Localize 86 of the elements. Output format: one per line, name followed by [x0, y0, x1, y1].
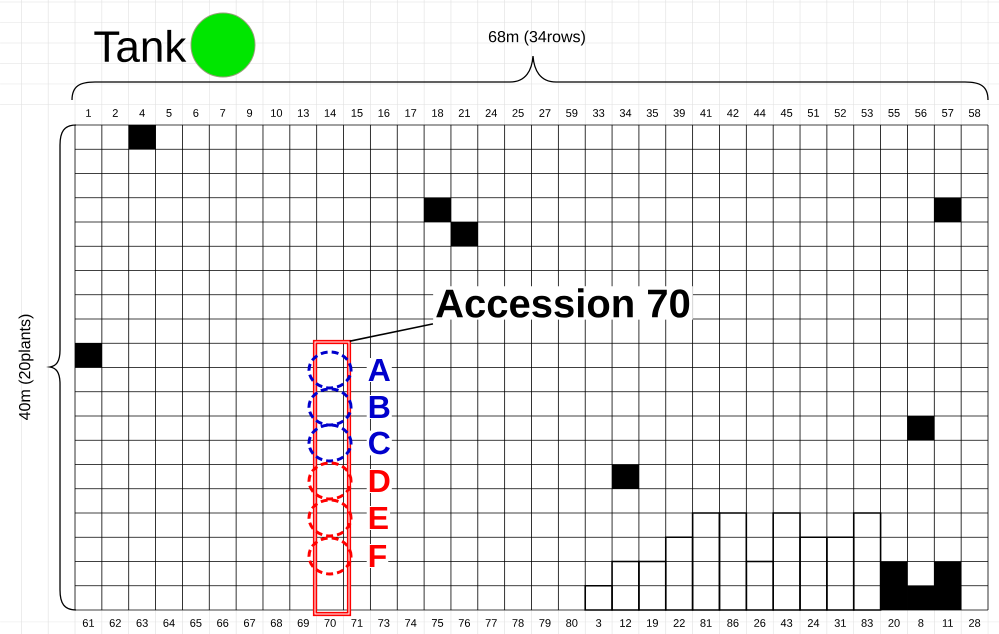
row-number: 62 [110, 619, 121, 627]
row-number: 53 [861, 109, 873, 117]
row-number: 81 [700, 619, 712, 627]
row-number: 28 [969, 619, 980, 627]
row-number: 58 [968, 109, 980, 117]
plant-letter: C [366, 430, 392, 456]
row-number: 78 [512, 619, 524, 627]
row-number: 12 [620, 619, 632, 627]
plant-circle [308, 462, 352, 500]
row-number: 77 [486, 619, 497, 627]
row-number: 20 [888, 619, 900, 627]
row-number: 75 [432, 619, 444, 627]
row-number: 76 [458, 619, 470, 627]
row-number: 3 [596, 619, 602, 627]
row-number: 18 [432, 109, 444, 117]
row-number: 15 [352, 109, 363, 117]
row-number: 68 [270, 619, 282, 627]
plant-letter: E [366, 506, 390, 530]
row-number: 61 [82, 619, 94, 627]
row-number: 43 [780, 619, 792, 627]
plant-letter: B [366, 394, 392, 419]
leader-line [350, 323, 434, 342]
plant-circle [308, 388, 352, 426]
row-number: 21 [458, 109, 470, 117]
row-number: 24 [486, 109, 497, 117]
plant-circle [308, 424, 352, 462]
row-number: 39 [674, 109, 685, 117]
row-number: 80 [566, 619, 578, 627]
row-number: 33 [592, 109, 604, 117]
row-number: 41 [700, 109, 712, 117]
row-number: 67 [244, 619, 256, 627]
row-number: 44 [754, 109, 766, 117]
row-number: 8 [918, 619, 924, 627]
dimension-label: 40m (20plants) [18, 314, 34, 420]
row-number: 9 [247, 109, 252, 117]
row-number: 35 [646, 109, 658, 117]
row-number: 16 [378, 109, 390, 117]
plant-circle [308, 350, 352, 390]
row-number: 64 [163, 619, 175, 627]
row-number: 74 [405, 619, 416, 627]
callout-text: Accession 70 [433, 286, 693, 320]
row-number: 26 [754, 619, 766, 627]
plant-letter: D [366, 469, 392, 493]
row-number: 69 [298, 619, 309, 627]
row-number: 5 [166, 109, 172, 117]
row-number: 34 [620, 109, 632, 117]
dimension-label: 68m (34rows) [488, 30, 585, 46]
tank-circle [190, 12, 256, 78]
row-number: 59 [566, 109, 578, 117]
row-number: 66 [217, 619, 228, 627]
tank-label: Tank [94, 30, 186, 62]
row-number: 63 [136, 619, 148, 627]
row-number: 4 [139, 109, 145, 117]
plant-circle [308, 536, 352, 576]
row-number: 22 [674, 619, 685, 627]
row-number: 25 [512, 109, 524, 117]
row-number: 2 [112, 109, 118, 117]
row-number: 86 [727, 619, 739, 627]
row-number: 51 [808, 109, 820, 117]
row-number: 55 [888, 109, 900, 117]
row-number: 52 [834, 109, 846, 117]
row-number: 79 [539, 619, 551, 627]
row-number: 6 [193, 109, 198, 117]
row-number: 1 [86, 109, 91, 117]
row-number: 17 [405, 109, 416, 117]
plant-circle [308, 498, 352, 538]
row-number: 24 [808, 619, 820, 627]
row-number: 14 [324, 109, 336, 117]
row-number: 57 [942, 109, 954, 117]
row-number: 11 [942, 619, 953, 627]
plant-letter: F [366, 544, 388, 568]
row-number: 31 [834, 619, 846, 627]
row-number: 45 [780, 109, 792, 117]
row-number: 83 [862, 619, 873, 627]
plant-letter: A [366, 358, 392, 382]
row-number: 10 [271, 109, 282, 117]
row-number: 42 [727, 109, 738, 117]
row-number: 13 [298, 109, 309, 117]
row-number: 56 [915, 109, 926, 117]
highlight-rectangle [312, 340, 352, 616]
row-number: 71 [351, 619, 363, 627]
row-number: 65 [190, 619, 202, 627]
row-number: 27 [539, 109, 550, 117]
row-number: 19 [647, 619, 658, 627]
row-number: 7 [220, 109, 226, 117]
row-number: 73 [378, 619, 390, 627]
